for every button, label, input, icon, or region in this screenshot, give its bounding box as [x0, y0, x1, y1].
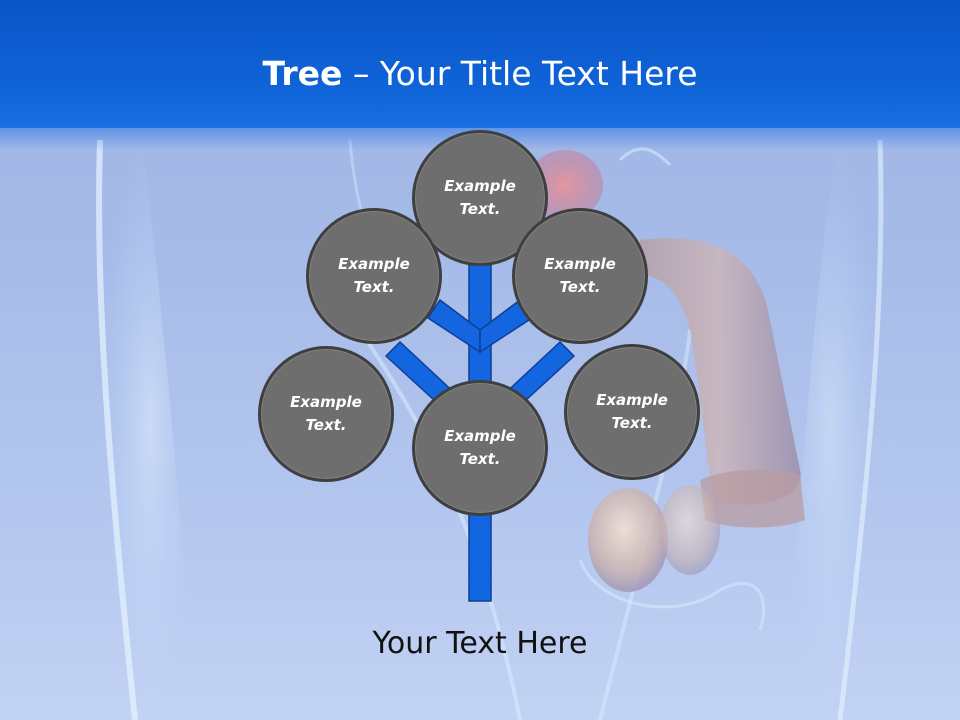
node-label: Example Text. [290, 393, 362, 434]
title-bar [0, 0, 960, 128]
tree-node-center: Example Text. [412, 380, 548, 516]
tree-node-upper-left: Example Text. [306, 208, 442, 344]
node-label: Example Text. [596, 391, 668, 432]
node-label: Example Text. [444, 177, 516, 218]
footer-text: Your Text Here [372, 626, 588, 661]
title-bold: Tree [262, 54, 343, 93]
node-label: Example Text. [338, 255, 410, 296]
tree-node-upper-right: Example Text. [512, 208, 648, 344]
tree-node-lower-right: Example Text. [564, 344, 700, 480]
node-label: Example Text. [544, 255, 616, 296]
title-rest: – Your Title Text Here [342, 54, 698, 93]
tree-node-lower-left: Example Text. [258, 346, 394, 482]
node-label: Example Text. [444, 427, 516, 468]
slide-title: Tree – Your Title Text Here [0, 52, 960, 96]
